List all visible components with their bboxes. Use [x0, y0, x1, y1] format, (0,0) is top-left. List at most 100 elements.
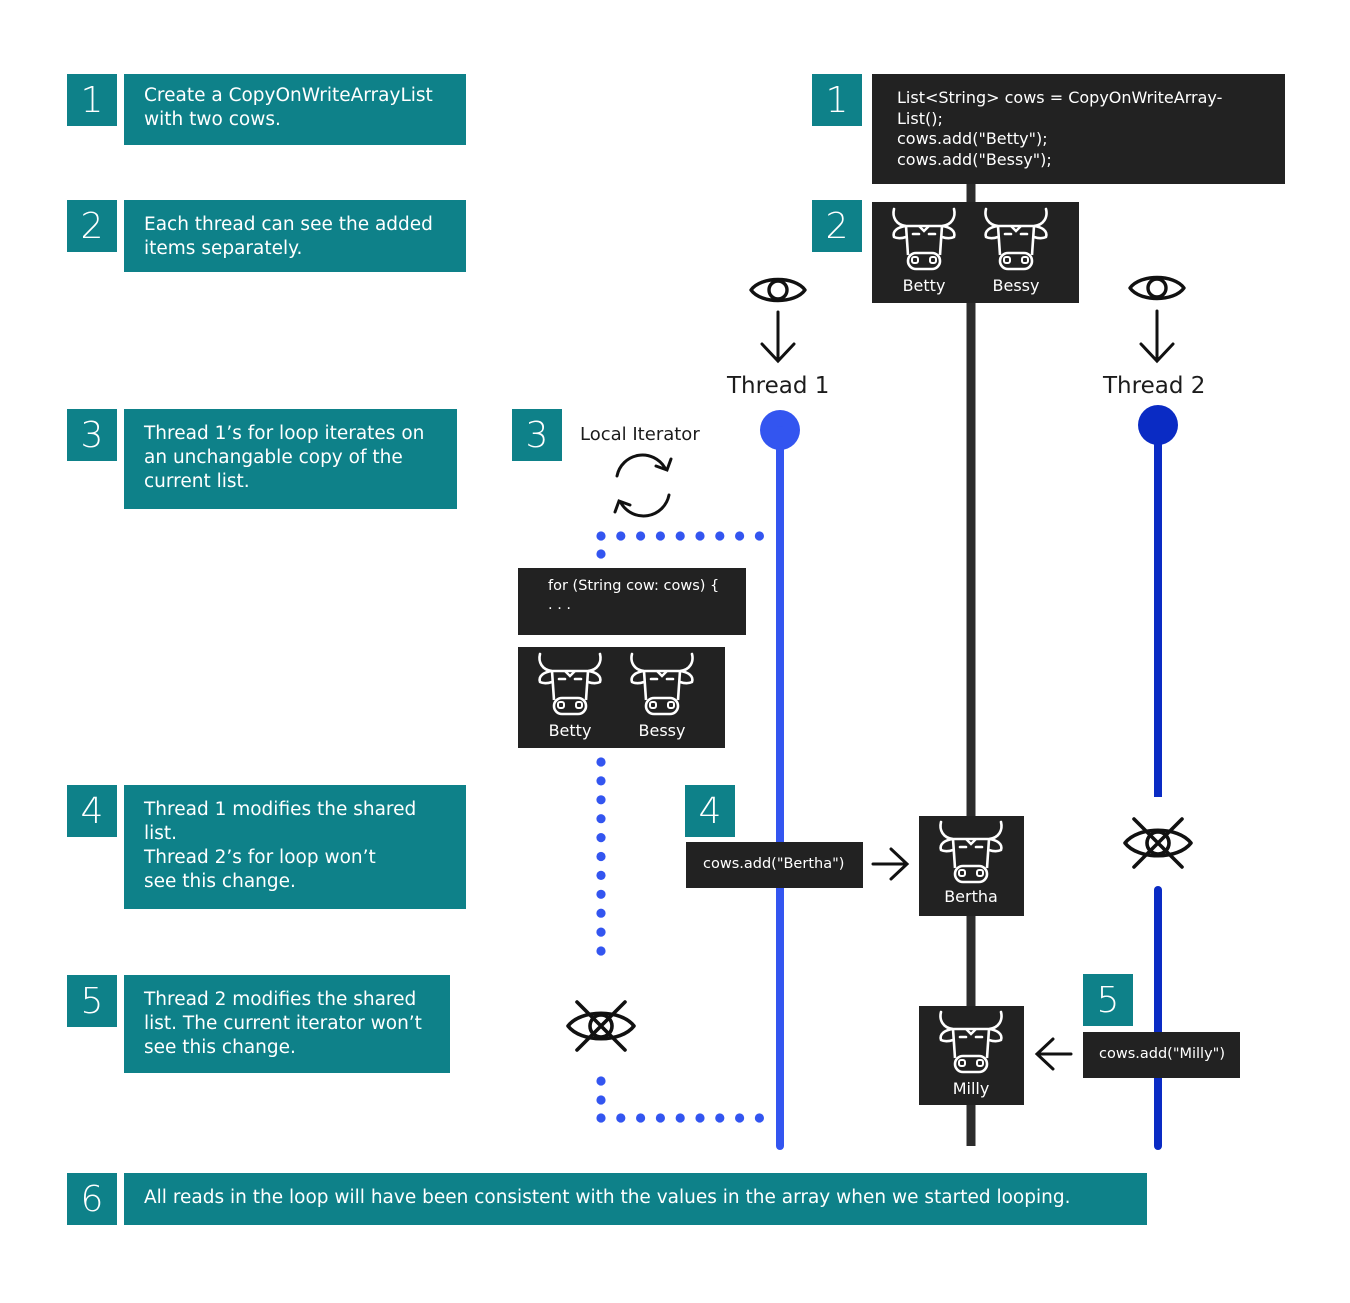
shared-list-code-line-4: cows.add("Bessy");: [897, 149, 1052, 169]
step-2-description: Each thread can see the added items sepa…: [124, 200, 466, 272]
iterator-path-dot: [596, 549, 606, 559]
step-4-number: 4: [67, 785, 117, 837]
iterator-path-dot: [596, 795, 606, 805]
cow-icon: [892, 207, 956, 271]
eye-icon: [1128, 275, 1186, 301]
shared-list-code: List<String> cows = CopyOnWriteArray- Li…: [872, 74, 1285, 184]
diagram-marker-2: 2: [812, 200, 862, 252]
iterator-path: [596, 531, 765, 1123]
shared-list-code-line-1: List<String> cows = CopyOnWriteArray-: [897, 88, 1223, 107]
step-5-line-1: Thread 2 modifies the shared: [144, 989, 417, 1010]
iterator-path-dot: [695, 1113, 705, 1123]
eye-icon: [749, 277, 807, 303]
iterator-path-dot: [596, 1076, 606, 1086]
iterator-path-dot: [596, 833, 606, 843]
shared-list-code-line-2: List();: [897, 108, 943, 128]
iterator-path-dot: [675, 531, 685, 541]
diagram-marker-1: 1: [812, 74, 862, 126]
step-3-line-1: Thread 1’s for loop iterates on: [144, 423, 425, 444]
iterator-path-dot: [596, 870, 606, 881]
step-1-number: 1: [67, 74, 117, 126]
step-4-line-2: list.: [144, 823, 178, 844]
step-3-line-2: an unchangable copy of the: [144, 447, 403, 468]
step-6-number: 6: [67, 1173, 117, 1225]
arrow-left-icon: [1034, 1037, 1073, 1071]
loop-code-line-2: . . .: [548, 597, 572, 613]
iterator-path-dot: [596, 1095, 606, 1105]
iterator-path-dot: [616, 1113, 626, 1123]
iterator-path-dot: [596, 814, 606, 824]
loop-code: for (String cow: cows) { . . .: [518, 568, 746, 635]
iterator-path-dot: [596, 1113, 606, 1123]
step-6-description: All reads in the loop will have been con…: [124, 1173, 1147, 1225]
iterator-path-dot: [616, 531, 626, 541]
added-cow-bertha: Bertha: [944, 887, 998, 906]
shared-cows-box: Betty Bessy: [872, 202, 1079, 303]
iterator-path-dot: [754, 1113, 765, 1123]
arrow-down-icon: [760, 310, 796, 364]
loop-code-line-1: for (String cow: cows) {: [548, 578, 720, 594]
cow-icon: [538, 652, 602, 716]
shared-cow-betty: Betty: [902, 276, 946, 295]
iterator-path-dot: [715, 1113, 725, 1123]
iterator-path-dot: [636, 1113, 646, 1123]
step-4-line-4: see this change.: [144, 871, 296, 892]
diagram-marker-3: 3: [512, 409, 562, 461]
iterator-path-dot: [596, 531, 606, 541]
eye-crossed-icon: [1123, 817, 1193, 869]
diagram-marker-4: 4: [685, 785, 735, 837]
local-iterator-label: Local Iterator: [580, 424, 700, 445]
iterator-path-dot: [596, 946, 606, 956]
added-cow-milly: Milly: [952, 1079, 990, 1098]
iterator-cows-box: Betty Bessy: [518, 647, 725, 748]
thread-1-action-text: cows.add("Bertha"): [703, 856, 845, 872]
step-2-line-1: Each thread can see the added: [144, 214, 433, 235]
milly-box: Milly: [919, 1006, 1024, 1105]
step-1-description: Create a CopyOnWriteArrayList with two c…: [124, 74, 466, 145]
iterator-path-dot: [754, 531, 765, 541]
step-4-description: Thread 1 modifies the shared list. Threa…: [124, 785, 466, 909]
iterator-cow-bessy: Bessy: [638, 721, 686, 740]
step-5-line-2: list. The current iterator won’t: [144, 1013, 422, 1034]
iterator-path-dot: [715, 531, 725, 541]
iterator-path-dot: [735, 1113, 745, 1123]
iterator-path-dot: [596, 908, 606, 918]
iterator-cow-betty: Betty: [548, 721, 592, 740]
shared-list-code-line-3: cows.add("Betty");: [897, 129, 1048, 148]
thread-2-label: Thread 2: [1103, 373, 1206, 399]
iterator-path-dot: [596, 927, 606, 937]
iterator-path-dot: [735, 531, 745, 541]
iterator-path-dot: [596, 889, 606, 899]
thread-1-label: Thread 1: [727, 373, 830, 399]
iterator-path-dot: [675, 1113, 685, 1123]
step-4-line-3: Thread 2’s for loop won’t: [144, 847, 376, 868]
cow-icon: [984, 207, 1048, 271]
step-5-number: 5: [67, 975, 117, 1027]
step-2-line-2: items separately.: [144, 238, 303, 259]
thread-2-action-text: cows.add("Milly"): [1099, 1046, 1225, 1062]
step-1-line-2: with two cows.: [144, 109, 281, 130]
step-5-description: Thread 2 modifies the shared list. The c…: [124, 975, 450, 1073]
step-6-line-1: All reads in the loop will have been con…: [144, 1187, 1071, 1208]
iterator-path-dot: [655, 1113, 666, 1123]
step-3-number: 3: [67, 409, 117, 461]
step-4-line-1: Thread 1 modifies the shared: [144, 799, 417, 820]
iterator-path-dot: [655, 531, 666, 541]
diagram-marker-5: 5: [1083, 974, 1133, 1026]
step-1-line-1: Create a CopyOnWriteArrayList: [144, 85, 433, 106]
eye-crossed-icon: [566, 1000, 636, 1052]
iterator-path-dot: [596, 776, 606, 786]
iterator-path-dot: [636, 531, 646, 541]
bertha-box: Bertha: [919, 816, 1024, 916]
cow-icon: [630, 652, 694, 716]
arrow-right-icon: [871, 847, 910, 881]
cow-icon: [939, 820, 1003, 884]
step-2-number: 2: [67, 200, 117, 252]
refresh-icon: [613, 453, 673, 518]
thread-1-action-code: cows.add("Bertha"): [686, 842, 863, 888]
arrow-down-icon: [1139, 309, 1175, 364]
iterator-path-dot: [596, 851, 606, 862]
shared-cow-bessy: Bessy: [992, 276, 1040, 295]
iterator-path-dot: [596, 757, 606, 767]
